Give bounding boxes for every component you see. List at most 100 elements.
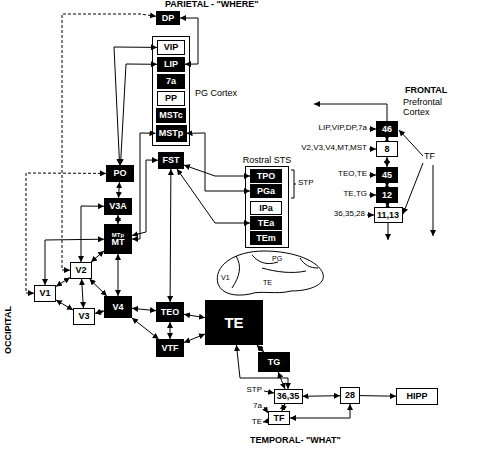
area-box: MSTp	[156, 125, 187, 142]
area-label: V2,V3,V4,MT,MST	[301, 144, 367, 153]
area-label: Prefrontal Cortex	[403, 98, 457, 118]
area-label: V1	[221, 274, 230, 282]
area-label: LIP,VIP,DP,7a	[319, 124, 368, 133]
output-arrow	[314, 104, 387, 121]
region-label: OCCIPITAL	[4, 306, 14, 354]
area-name: V2	[75, 266, 86, 275]
area-name: TEa	[258, 219, 275, 228]
area-name: IPa	[259, 204, 273, 213]
pathway-connector	[26, 173, 106, 293]
area-box: 8	[376, 141, 398, 157]
input-arrow	[369, 195, 376, 196]
region-heading: PG Cortex	[195, 89, 237, 99]
area-name: V4	[112, 303, 123, 312]
area-name: TG	[268, 358, 281, 367]
area-box: TPO	[250, 169, 282, 183]
pathway-connector	[184, 314, 205, 317]
area-label: TE	[263, 279, 272, 287]
area-box: 28	[340, 387, 360, 404]
pathway-connector	[118, 215, 119, 224]
pathway-connector	[257, 345, 264, 352]
area-box: TEm	[250, 231, 282, 245]
area-label: 7a	[253, 402, 262, 411]
area-box: 12	[376, 187, 398, 203]
pathway-connector	[177, 169, 250, 223]
area-label: TE,TG	[343, 190, 367, 199]
area-box: MTpMT	[104, 224, 132, 254]
pathway-connector	[278, 372, 285, 389]
pathway-connector	[118, 254, 119, 296]
area-name: PP	[165, 94, 177, 103]
area-name: 28	[345, 391, 355, 400]
pathway-connector	[45, 239, 104, 285]
area-box: 45	[376, 167, 398, 183]
area-name: PGa	[257, 187, 275, 196]
area-name: PO	[113, 169, 126, 178]
area-box: 7a	[157, 74, 185, 89]
stp-bracket	[291, 170, 296, 198]
area-box: V3	[73, 308, 95, 325]
pathway-connector	[119, 182, 120, 198]
area-box: FST	[158, 152, 184, 169]
input-arrow	[369, 149, 376, 150]
area-box: TG	[258, 352, 290, 372]
pathway-connector	[282, 404, 285, 411]
area-box: TF	[268, 411, 290, 425]
pathway-connector	[132, 133, 156, 239]
area-name: MSTc	[159, 111, 182, 120]
area-name: 7a	[166, 77, 176, 86]
area-box: HIPP	[396, 388, 438, 405]
pathway-connector	[82, 279, 84, 308]
area-box: LIP	[157, 57, 185, 72]
pathway-connector	[95, 311, 104, 314]
area-label: STP	[246, 386, 262, 395]
area-box: V4	[104, 296, 132, 318]
area-label: 36,35,28	[334, 210, 365, 219]
area-box: 11,13	[374, 207, 403, 223]
area-name: TPO	[257, 172, 276, 181]
area-name: VIP	[164, 43, 179, 52]
area-box: IPa	[250, 201, 282, 215]
area-label: PARIETAL - "WHERE"	[165, 0, 259, 10]
area-box: V1	[34, 285, 56, 302]
pathway-connector	[91, 251, 104, 262]
area-label: PG	[272, 255, 282, 263]
area-label: TE	[252, 418, 262, 427]
area-box: PO	[106, 165, 134, 182]
area-box: MSTc	[156, 108, 186, 123]
pathway-connector	[56, 278, 70, 287]
area-box: TEa	[250, 216, 282, 230]
input-arrow	[369, 175, 376, 176]
pathway-connector	[184, 334, 205, 342]
pathway-connector	[56, 300, 73, 310]
area-name: 45	[382, 171, 392, 180]
pathway-connector	[184, 165, 250, 176]
pathway-connector	[187, 133, 251, 191]
output-arrow	[388, 223, 389, 240]
area-box: 46	[376, 121, 398, 137]
area-box: VTF	[156, 339, 184, 357]
pathway-connector	[170, 169, 172, 302]
area-box: DP	[156, 11, 180, 25]
area-name: 8	[384, 145, 389, 154]
tf-arrow	[433, 165, 434, 236]
region-outline: Rostral STSTPOPGaIPaTEaTEm	[245, 166, 289, 248]
area-name: TEO	[161, 308, 180, 317]
area-box: PGa	[250, 184, 282, 198]
tf-arrow	[403, 163, 423, 214]
area-label: TEO,TE	[338, 170, 367, 179]
pathway-connector	[290, 404, 350, 418]
area-name: 12	[382, 191, 392, 200]
area-name: HIPP	[406, 392, 427, 401]
tf-arrow	[399, 130, 423, 156]
pathway-connector	[62, 14, 156, 270]
input-arrow	[369, 129, 376, 130]
area-name: 36,35	[277, 392, 300, 401]
area-name: MT	[112, 238, 125, 247]
area-name: V1	[39, 289, 50, 298]
pathway-connector	[81, 206, 104, 262]
area-name: TE	[224, 315, 243, 330]
pathway-connector	[360, 395, 396, 397]
area-box: TEO	[156, 302, 184, 322]
